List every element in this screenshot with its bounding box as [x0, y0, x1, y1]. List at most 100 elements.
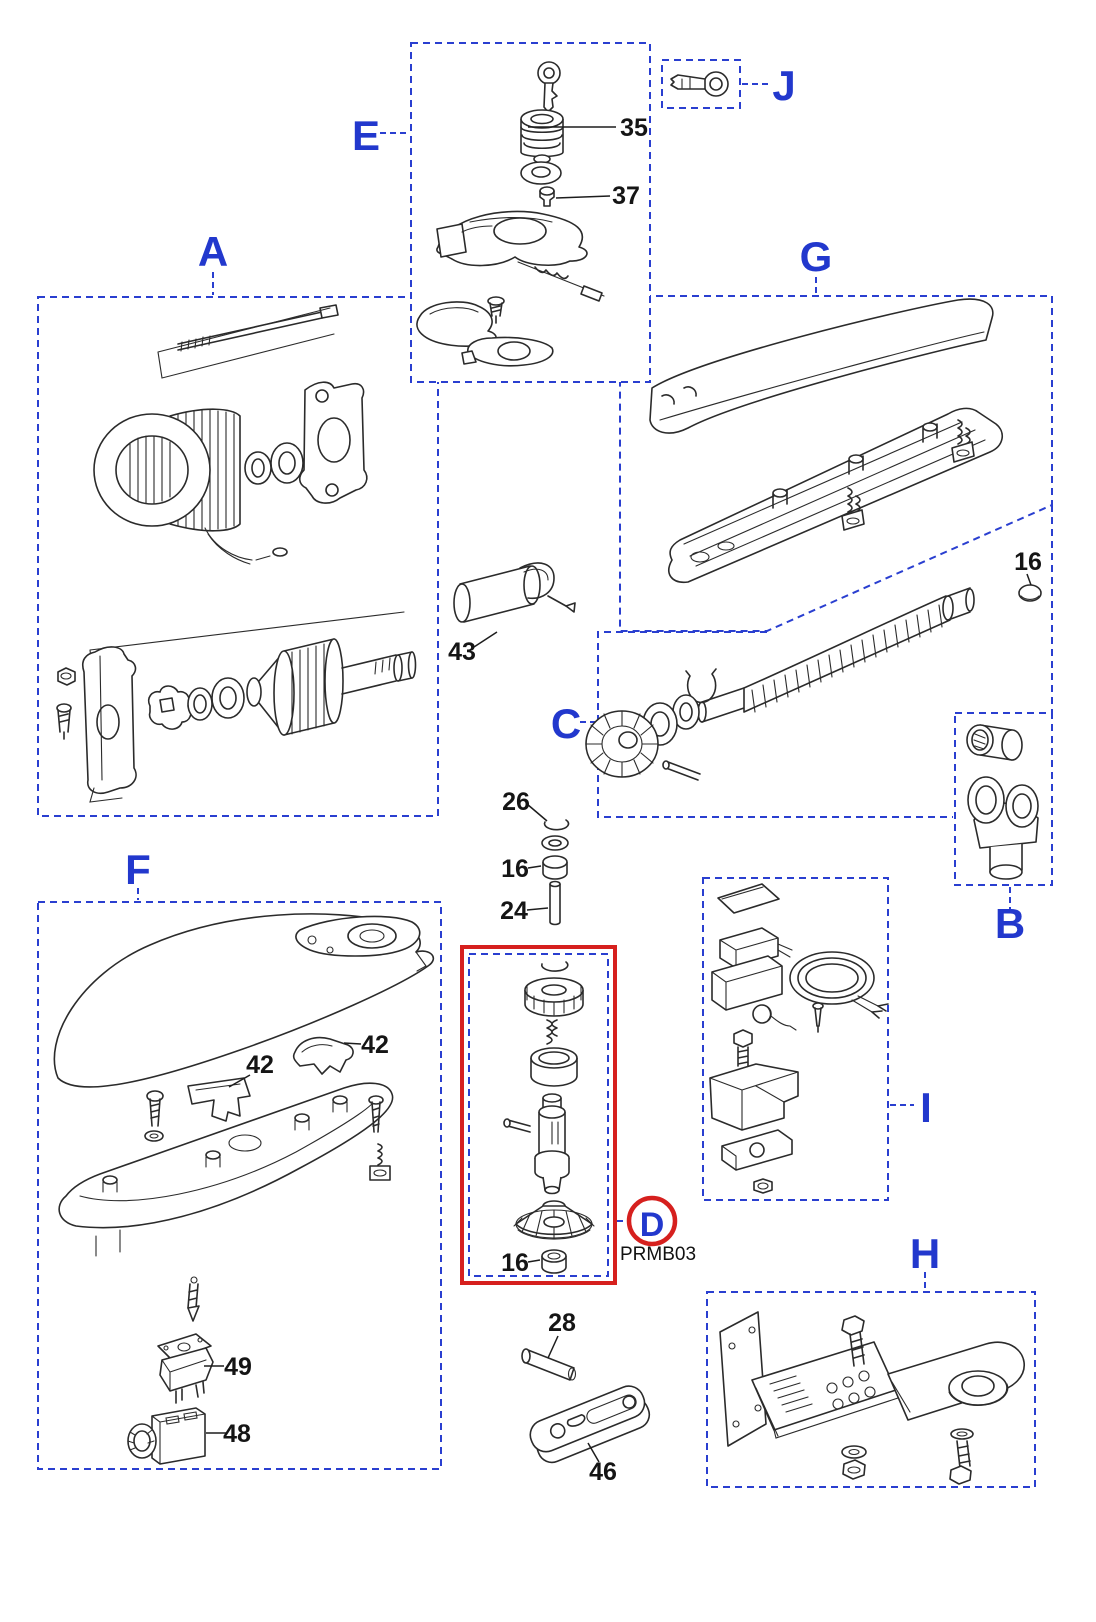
part-number-48: 48: [223, 1420, 251, 1448]
worm-screw-drawing: [697, 587, 975, 723]
leader-24: [526, 907, 549, 911]
leader-43: [473, 631, 498, 648]
switch-nut-drawing: [753, 1178, 773, 1194]
part-number-16-right: 16: [1014, 548, 1042, 576]
pivot-pin-drawing: [549, 880, 561, 926]
gate-bracket-drawing: [887, 1341, 1025, 1421]
section-b-label: B: [995, 900, 1025, 947]
mid-column-artwork: [541, 819, 570, 926]
snap-ring-drawing: [543, 819, 570, 831]
capacitor-drawing: [453, 562, 576, 623]
part-number-16-mid: 16: [501, 855, 529, 883]
section-g-label: G: [800, 233, 833, 280]
worm-bevel-gear-drawing: [585, 710, 659, 778]
section-a-box: [37, 296, 439, 817]
end-bracket-drawing: [81, 646, 137, 803]
circlip-drawing: [541, 961, 569, 972]
part-number-16-d: 16: [501, 1249, 529, 1277]
highlight-part-code: PRMB03: [620, 1244, 696, 1265]
rail-boss: [848, 454, 864, 475]
part-number-43: 43: [448, 638, 476, 666]
part-number-42-left: 42: [246, 1051, 274, 1079]
part-number-49: 49: [224, 1353, 252, 1381]
fork-end-drawing: [967, 776, 1039, 880]
lock-cylinder-drawing: [520, 109, 564, 164]
part-number-28: 28: [548, 1309, 576, 1337]
rail-screw-drawing: [951, 419, 975, 463]
threaded-bushing-drawing: [966, 724, 1023, 761]
leader-28: [547, 1335, 559, 1359]
part-number-35: 35: [620, 114, 648, 142]
bolt-panel-outline: [157, 307, 335, 379]
worm-snap-ring-drawing: [685, 668, 717, 704]
part-number-42-right: 42: [361, 1031, 389, 1059]
small-screw-drawing: [56, 703, 72, 740]
leader-16-right: [1026, 573, 1032, 586]
section-c-box: [597, 631, 953, 818]
gate-bolt-drawing: [949, 1428, 974, 1485]
section-g-artwork: [649, 298, 1042, 602]
key-vertical-icon: [537, 61, 561, 113]
leader-42-left: [228, 1074, 251, 1088]
tray-screw-right-drawing: [368, 1095, 391, 1181]
section-a-label: A: [198, 228, 228, 275]
rail-base-drawing: [668, 407, 1003, 584]
stator-washers-drawing: [244, 442, 304, 485]
switch-spring-drawing: [752, 1004, 797, 1031]
cap-16-drawing: [1018, 584, 1042, 602]
part-number-46: 46: [589, 1458, 617, 1486]
gear-pin-drawing: [662, 760, 701, 781]
section-j-box: [661, 59, 741, 109]
cover-clip-right-drawing: [292, 1036, 354, 1075]
limit-switch-49-drawing: [157, 1333, 214, 1404]
cable-coil-drawing: [789, 951, 889, 1019]
section-h-box: [706, 1291, 1036, 1488]
section-h-artwork: [719, 1311, 1025, 1485]
section-i-artwork: [709, 883, 889, 1194]
rail-boss: [922, 422, 938, 443]
connector-48-drawing: [127, 1407, 206, 1465]
switch-pad-drawing: [717, 883, 780, 914]
fork-clevis-drawing: [529, 1385, 651, 1464]
housing-cover-drawing: [53, 913, 434, 1088]
rotor-washer-drawing: [187, 687, 213, 721]
motor-bracket-drawing: [298, 381, 368, 504]
tray-boss: [332, 1095, 348, 1113]
motor-wires-drawing: [204, 527, 288, 565]
bracket-bolt-drawing: [841, 1315, 865, 1367]
section-g-box: [619, 295, 1053, 632]
section-f-label: F: [125, 846, 151, 893]
rotor-bearing-drawing: [211, 677, 245, 719]
leader-16-mid: [527, 865, 542, 869]
cup-ring-drawing: [530, 1047, 578, 1087]
section-j-artwork: [670, 71, 729, 97]
output-bushing-drawing: [541, 1249, 567, 1274]
section-a-artwork: [56, 304, 417, 803]
lock-washer-drawing: [520, 161, 562, 185]
fork-pin-drawing: [521, 1348, 577, 1381]
section-j-label: J: [772, 62, 795, 109]
section-d-label: D: [640, 1206, 665, 1244]
release-cam-drawing: [416, 301, 497, 347]
section-i-box: [702, 877, 889, 1201]
section-h-label: H: [910, 1230, 940, 1277]
cam-screw-drawing: [487, 296, 505, 324]
leader-46: [587, 1442, 600, 1463]
rotor-drawing: [246, 638, 417, 736]
nut-drawing: [57, 667, 76, 686]
section-b-box: [954, 712, 1053, 886]
section-f-box: [37, 901, 442, 1470]
rail-cover-drawing: [649, 298, 994, 434]
part-number-26: 26: [502, 788, 530, 816]
spring-pin-drawing: [517, 261, 605, 302]
section-d-highlight-box: [460, 945, 617, 1285]
release-lever-drawing: [436, 210, 588, 267]
switch-screw-drawing: [812, 1002, 824, 1033]
leader-42-right: [343, 1042, 362, 1045]
tray-boss: [205, 1150, 221, 1168]
bevel-gear-drawing: [513, 1200, 595, 1240]
adjust-bolt-drawing: [733, 1029, 753, 1067]
rail-screw-drawing: [841, 487, 865, 531]
tray-screw-left-drawing: [144, 1090, 164, 1142]
